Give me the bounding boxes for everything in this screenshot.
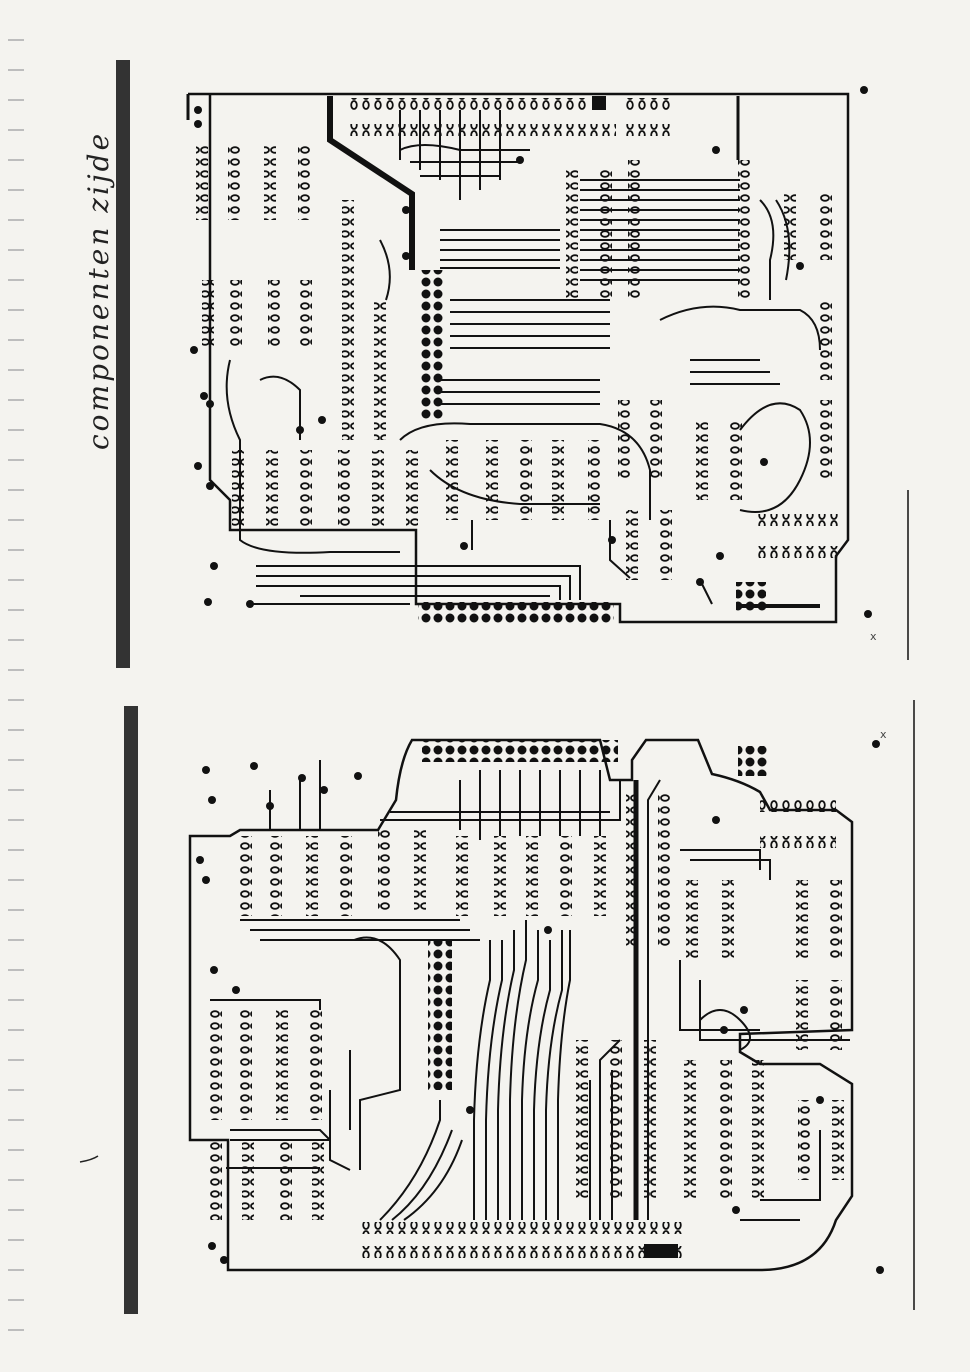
- annotation-x-bottom: x: [880, 728, 887, 741]
- registration-bar-top: [116, 60, 130, 668]
- caption-text: componenten zijde: [82, 130, 115, 450]
- annotation-x-top: x: [870, 630, 877, 643]
- pencil-mark: [79, 1155, 99, 1163]
- handwritten-caption: componenten zijde: [82, 131, 122, 450]
- component-side-pcb-top: [186, 86, 868, 624]
- registration-bar-bottom: [124, 706, 138, 1314]
- pcb-layout-bottom: [188, 610, 884, 1274]
- binding-holes: [8, 39, 24, 1331]
